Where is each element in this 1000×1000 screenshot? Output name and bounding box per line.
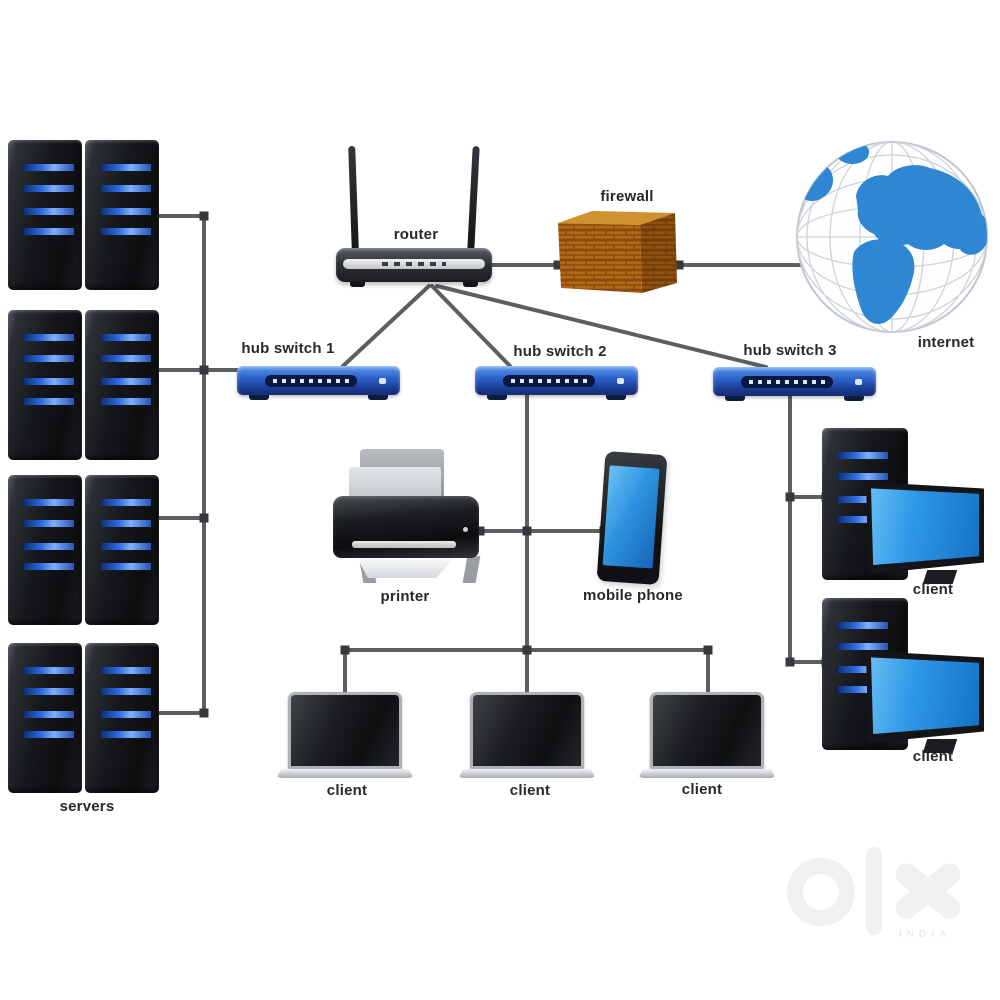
router-ports — [382, 262, 446, 266]
hub-switch-2 — [475, 366, 638, 400]
router-foot — [350, 282, 365, 287]
olx-logo-x — [893, 860, 963, 922]
switch-foot — [249, 395, 269, 400]
client-label: client — [912, 581, 954, 598]
client-laptop-base — [276, 769, 414, 778]
hub-switch-3-label: hub switch 3 — [743, 342, 837, 359]
server-tower — [8, 140, 82, 290]
phone-screen — [602, 465, 660, 569]
printer-paper-front — [349, 467, 441, 500]
server-tower — [8, 475, 82, 625]
switch-led — [617, 378, 624, 384]
mobile-phone-device — [596, 450, 668, 586]
client-label: client — [509, 782, 551, 799]
switch-foot — [368, 395, 388, 400]
server-tower — [85, 475, 159, 625]
mobile-phone-label: mobile phone — [583, 587, 683, 604]
firewall-icon — [558, 211, 677, 293]
client-laptop — [650, 692, 764, 769]
network-wires — [140, 214, 830, 715]
server-tower — [8, 310, 82, 460]
server-tower — [85, 140, 159, 290]
router-device — [336, 248, 492, 287]
hub-switch-3 — [713, 367, 876, 401]
olx-country-text: INDIA — [899, 929, 952, 940]
server-tower — [85, 643, 159, 793]
wire-joints — [199, 211, 831, 718]
internet-globe-icon — [796, 141, 988, 333]
router-front-panel — [343, 259, 485, 269]
monitor-screen — [871, 488, 979, 565]
server-tower — [85, 310, 159, 460]
firewall-label: firewall — [600, 188, 654, 205]
olx-logo-l — [866, 847, 882, 935]
router-foot — [463, 282, 478, 287]
servers-label: servers — [59, 798, 115, 815]
client-laptop-base — [638, 769, 776, 778]
switch-foot — [487, 395, 507, 400]
printer-indicator — [463, 527, 468, 532]
switch-foot — [725, 396, 745, 401]
switch-ports — [503, 375, 595, 387]
printer-slot — [352, 541, 456, 548]
client-label: client — [681, 781, 723, 798]
printer-output-tray — [356, 556, 456, 578]
hub-switch-2-label: hub switch 2 — [513, 343, 607, 360]
switch-led — [855, 379, 862, 385]
switch-foot — [844, 396, 864, 401]
olx-logo-o — [787, 858, 855, 926]
internet-label: internet — [917, 334, 975, 351]
client-monitor — [866, 650, 984, 743]
client-laptop-base — [458, 769, 596, 778]
client-laptop — [470, 692, 584, 769]
switch-led — [379, 378, 386, 384]
printer-device — [333, 496, 479, 558]
server-tower — [8, 643, 82, 793]
monitor-screen — [871, 657, 979, 734]
printer-label: printer — [380, 588, 430, 605]
hub-switch-1-label: hub switch 1 — [241, 340, 335, 357]
hub-switch-1 — [237, 366, 400, 400]
client-label: client — [912, 748, 954, 765]
client-monitor — [866, 481, 984, 574]
router-label: router — [393, 226, 439, 243]
switch-foot — [606, 395, 626, 400]
client-label: client — [326, 782, 368, 799]
switch-ports — [265, 375, 357, 387]
switch-ports — [741, 376, 833, 388]
client-laptop — [288, 692, 402, 769]
